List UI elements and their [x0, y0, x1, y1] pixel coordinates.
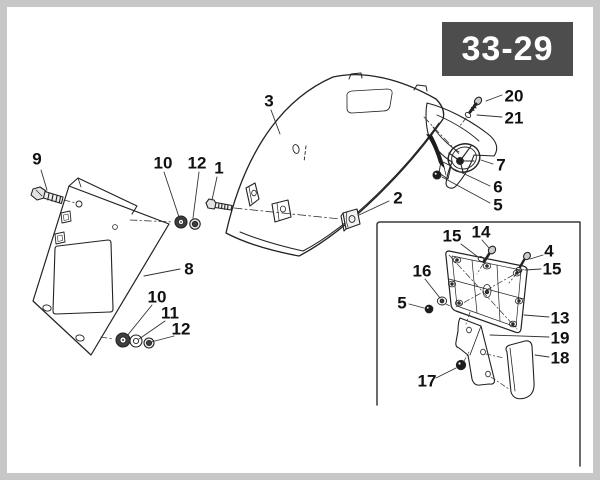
leader-lines — [40, 94, 550, 379]
small-mud-flap — [485, 340, 535, 400]
callout-3: 3 — [264, 91, 274, 111]
inset-panel-border — [376, 221, 581, 467]
tail-bracket-assembly — [423, 96, 498, 189]
support-bracket — [455, 311, 495, 386]
washer-nut-top — [174, 215, 201, 230]
reflector — [447, 143, 481, 173]
callout-20: 20 — [504, 86, 524, 106]
mud-flap — [32, 177, 174, 356]
callout-5-inset: 5 — [397, 293, 407, 313]
inset-fasteners — [424, 245, 531, 371]
callout-13: 13 — [550, 308, 570, 328]
callout-4: 4 — [544, 241, 554, 261]
callout-5-right: 5 — [493, 195, 503, 215]
callout-12-top: 12 — [187, 153, 207, 173]
screw-20 — [458, 96, 483, 128]
callout-16: 16 — [412, 261, 432, 281]
callout-10-bottom: 10 — [147, 287, 167, 307]
callout-7: 7 — [496, 155, 506, 175]
callout-19: 19 — [550, 328, 570, 348]
callout-2: 2 — [393, 188, 403, 208]
callout-11: 11 — [161, 303, 179, 323]
clip-nut — [340, 208, 361, 232]
callout-21: 21 — [504, 108, 524, 128]
callout-15-left: 15 — [442, 226, 462, 246]
callout-10-top: 10 — [153, 153, 173, 173]
hex-bolt-9 — [30, 186, 83, 208]
callout-12-bottom: 12 — [171, 319, 191, 339]
callout-17: 17 — [417, 371, 437, 391]
callout-1: 1 — [214, 158, 224, 178]
callout-14: 14 — [471, 222, 491, 242]
callout-6: 6 — [493, 177, 503, 197]
callout-9: 9 — [32, 149, 42, 169]
washer-stack-bottom — [115, 332, 155, 349]
callout-8: 8 — [184, 259, 194, 279]
callout-15-right: 15 — [542, 259, 562, 279]
rear-fender — [225, 72, 445, 257]
hex-bolt-1 — [205, 198, 341, 220]
plate-holder — [445, 250, 528, 334]
callout-18: 18 — [550, 348, 570, 368]
page-code-badge: 33-29 — [442, 22, 573, 76]
